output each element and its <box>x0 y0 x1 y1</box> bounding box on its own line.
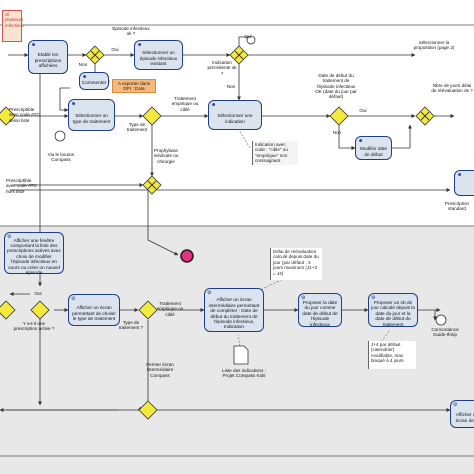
task-label: Commenter <box>81 79 107 85</box>
label-prescriptible-hors: Prescriptible avec code ATC hors liste <box>6 178 37 194</box>
export-dpi-note: A exporter dans DPI : Data <box>112 79 156 93</box>
task-afficher-ecran-intermediaire[interactable]: ⚙ Afficher un écran intermédiaire permet… <box>204 288 264 332</box>
task-afficher-ecran-choix[interactable]: ⚙ Afficher un écran permettant de choisi… <box>68 294 120 326</box>
red-note-line: infectieux <box>5 22 25 28</box>
task-selectionner-type[interactable]: ☻ Sélectionner un type de traitement <box>68 99 115 131</box>
script-task-icon: ⚙ <box>301 295 306 301</box>
script-task-icon: ⚙ <box>371 295 376 301</box>
task-label: Sélectionner la proposition (page 2) <box>413 40 455 51</box>
label-fermer-ecran: Fermer écran intermédiaire Compass <box>146 362 174 378</box>
label-type-traitement-2: Type de traitement ? <box>118 320 144 331</box>
timer-event <box>54 130 66 142</box>
task-commenter[interactable]: ☻ Commenter <box>79 72 109 90</box>
note-label: Délai de réévaluation calculé depuis dat… <box>273 249 319 276</box>
note-j4: J+4 par défaut (calendrier) modifiable, … <box>368 341 416 369</box>
red-note: Si plusieurs infectieux <box>2 10 25 42</box>
task-label: Proposer la date du jour comme date de d… <box>302 299 338 327</box>
label-via-bouton: Via le bouton Compass <box>47 152 75 163</box>
task-label: Modifier date de début <box>359 146 388 157</box>
label-type-traitement: Type de traitement <box>126 122 148 133</box>
user-task-icon: ☻ <box>457 172 463 178</box>
label-oui: Oui <box>34 291 42 296</box>
script-task-icon: ⚙ <box>71 296 76 302</box>
task-prescription-right[interactable]: ☻ <box>454 170 474 196</box>
task-etablir[interactable]: ☻ Etablir les prescriptions affichées <box>28 40 68 74</box>
script-task-icon: ⚙ <box>453 402 458 408</box>
task-selectionner-episode[interactable]: ☻ Sélectionner un épisode infectieux exi… <box>134 40 183 70</box>
script-task-icon: ⚙ <box>207 290 212 296</box>
script-task-icon: ⚙ <box>7 234 12 240</box>
user-task-icon: ☻ <box>358 138 364 144</box>
user-task-icon: ☻ <box>82 74 88 80</box>
intermediate-event <box>246 35 256 45</box>
task-afficher-p[interactable]: ⚙ Afficher un écran de P <box>450 400 474 428</box>
task-selectionner-proposition[interactable]: Sélectionner la proposition (page 2) <box>413 40 455 51</box>
label-non: Non <box>226 84 236 89</box>
end-event <box>180 249 194 263</box>
task-label: Etablir les prescriptions affichées <box>34 52 62 69</box>
user-task-icon: ☻ <box>71 101 77 107</box>
task-label: Sélectionner un type de traitement <box>72 113 111 124</box>
task-label: Afficher une fenêtre comportant la liste… <box>7 237 61 276</box>
task-modifier-date[interactable]: ☻ Modifier date de début <box>355 136 392 160</box>
label-liste-indications: Liste des indications : Projet Compass K… <box>222 368 266 379</box>
note-label: Indication avec code : "cible" ou "empir… <box>255 142 288 164</box>
label-prescription-active: Y a-t-il une prescription active ? <box>13 321 55 332</box>
red-note-line: Si plusieurs <box>5 12 24 23</box>
task-label: Afficher un écran intermédiaire permetta… <box>208 297 260 330</box>
task-label: Afficher un écran permettant de choisir … <box>72 305 116 322</box>
label-indication-precedente: Indication précédente ok ? <box>207 60 237 76</box>
task-label: Afficher un écran de P <box>455 412 474 423</box>
user-task-icon: ☻ <box>31 42 37 48</box>
label-oui: Oui <box>359 108 367 113</box>
task-label: Proposer un nb de jour calculé depuis la… <box>371 299 415 327</box>
label-date-debut: Date de début du traitement de l'épisode… <box>315 73 357 100</box>
label-non: Non <box>78 62 88 67</box>
condition-event <box>435 314 447 326</box>
label-episode-ok: Episode infectieux ok ? <box>112 26 150 37</box>
task-label: Sélectionner un épisode infectieux exist… <box>139 50 178 67</box>
task-selectionner-indication[interactable]: ☻ Sélectionner une indication <box>208 100 262 130</box>
label-oui: Oui <box>244 34 252 39</box>
label-traitement-empirique-2: Traitement empirique ou ciblé <box>156 301 184 317</box>
label-concordance: Concordance Guide-Ifreip <box>431 327 459 338</box>
label-prescription-standard: Prescription standard <box>444 201 470 212</box>
task-proposer-date[interactable]: ⚙ Proposer la date du jour comme date de… <box>298 293 342 327</box>
note-label: A exporter dans DPI : Data <box>117 81 151 92</box>
label-non: Non <box>332 130 342 135</box>
label-nbre-jours: Nbre de jours délai de réévaluation ok ? <box>431 83 473 94</box>
task-label: Sélectionner une indication <box>217 113 253 124</box>
user-task-icon: ☻ <box>211 102 217 108</box>
task-afficher-fenetre[interactable]: ⚙ Afficher une fenêtre comportant la lis… <box>4 232 64 276</box>
label-oui: Oui <box>111 47 119 52</box>
label-prophylaxie: Prophylaxie médicale ou chirurgie <box>153 148 179 164</box>
task-proposer-date-fin[interactable]: ⚙ Proposer un nb de jour calculé depuis … <box>368 293 418 327</box>
label-prescriptible-atc: Prescriptible avec code ATC selon liste <box>9 107 40 123</box>
note-label: J+4 par défaut (calendrier) modifiable, … <box>371 342 404 364</box>
note-indication-code: Indication avec code : "cible" ou "empir… <box>252 141 298 165</box>
note-delai-reevaluation: Délai de réévaluation calculé depuis dat… <box>270 248 322 280</box>
user-task-icon: ☻ <box>137 42 143 48</box>
label-traitement-empirique: Traitement empirique ou ciblé <box>171 96 199 112</box>
